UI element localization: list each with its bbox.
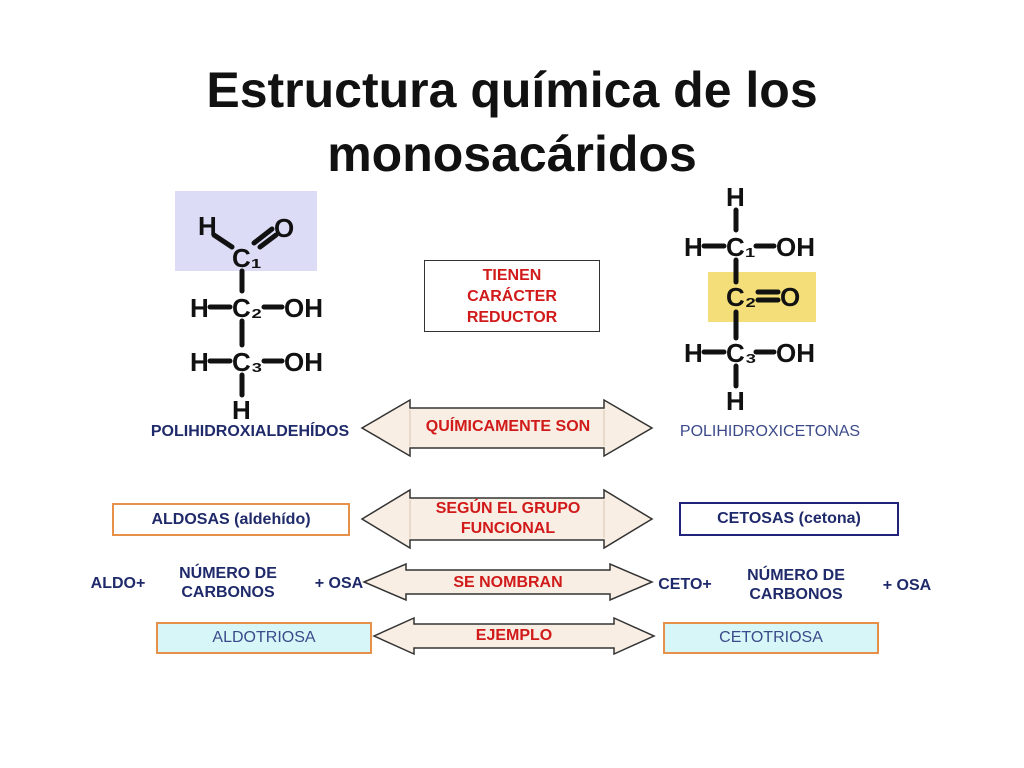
double-arrow-segun xyxy=(360,488,654,550)
reductor-box: TIENEN CARÁCTER REDUCTOR xyxy=(424,260,600,332)
double-arrow-nombran xyxy=(362,562,654,602)
atom-c1: C₁ xyxy=(232,243,262,273)
atom-c1: C₁ xyxy=(726,232,756,262)
atom-c3: C₃ xyxy=(232,347,263,377)
aldose-structure: H C₁ O H C₂ OH H C₃ OH H xyxy=(175,191,323,425)
title-line-2: monosacáridos xyxy=(327,126,697,182)
ketose-structure: H H C₁ OH C₂ O H C₃ OH H xyxy=(684,182,816,416)
label-ceto: CETO+ xyxy=(658,576,712,593)
aldehyde-highlight xyxy=(175,191,317,271)
atom-oh: OH xyxy=(776,338,815,368)
cetosas-box: CETOSAS (cetona) xyxy=(679,502,899,536)
double-arrow-ejemplo xyxy=(372,616,656,656)
atom-c2: C₂ xyxy=(726,282,756,312)
atom-h: H xyxy=(684,338,703,368)
atom-oh: OH xyxy=(284,293,323,323)
arrow-label-segun: SEGÚN EL GRUPO FUNCIONAL xyxy=(435,500,581,537)
atom-h: H xyxy=(232,395,251,425)
label-numero-carbonos-right: NÚMERO DE CARBONOS xyxy=(747,567,845,603)
arrow-label-ejemplo: EJEMPLO xyxy=(475,627,553,644)
ketone-highlight xyxy=(708,272,816,322)
atom-c2: C₂ xyxy=(232,293,262,323)
label-polihidroxialdehidos: POLIHIDROXIALDEHÍDOS xyxy=(150,423,350,440)
label-osa-left: + OSA xyxy=(314,575,364,592)
atom-h: H xyxy=(198,211,217,241)
title-line-1: Estructura química de los xyxy=(206,62,818,118)
atom-h: H xyxy=(726,182,745,212)
page-title: Estructura química de los monosacáridos xyxy=(0,58,1024,186)
cetotriosa-box: CETOTRIOSA xyxy=(663,622,879,654)
atom-oh: OH xyxy=(776,232,815,262)
atom-h: H xyxy=(190,293,209,323)
label-polihidroxicetonas: POLIHIDROXICETONAS xyxy=(679,423,861,440)
double-arrow-quimicamente xyxy=(360,398,654,458)
arrow-label-nombran: SE NOMBRAN xyxy=(453,574,563,591)
label-aldo: ALDO+ xyxy=(90,575,146,592)
label-numero-carbonos-left: NÚMERO DE CARBONOS xyxy=(179,565,277,601)
aldotriosa-box: ALDOTRIOSA xyxy=(156,622,372,654)
label-osa-right: + OSA xyxy=(882,577,932,594)
atom-h: H xyxy=(684,232,703,262)
atom-o: O xyxy=(274,213,294,243)
atom-oh: OH xyxy=(284,347,323,377)
arrow-label-quimicamente: QUÍMICAMENTE SON xyxy=(425,418,591,435)
atom-h: H xyxy=(726,386,745,416)
aldosas-box: ALDOSAS (aldehído) xyxy=(112,503,350,536)
atom-o: O xyxy=(780,282,800,312)
atom-c3: C₃ xyxy=(726,338,757,368)
atom-h: H xyxy=(190,347,209,377)
